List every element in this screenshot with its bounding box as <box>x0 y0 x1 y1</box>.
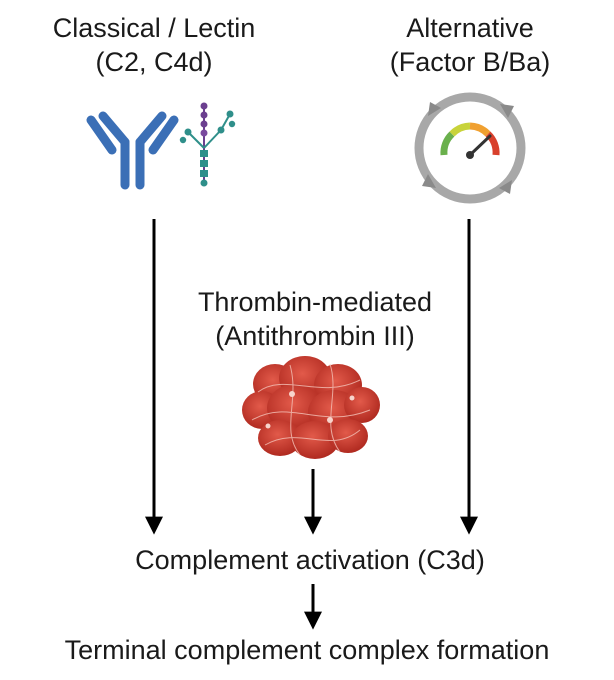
glycan-chain-icon <box>179 102 236 187</box>
classical-pathway-marker: (C2, C4d) <box>95 47 213 77</box>
blood-clot-icon <box>242 356 380 459</box>
thrombin-pathway-marker: (Antithrombin III) <box>215 321 415 351</box>
alternative-pathway-marker: (Factor B/Ba) <box>389 47 551 77</box>
alternative-pathway-title: Alternative <box>406 13 534 43</box>
classical-pathway-title: Classical / Lectin <box>52 13 256 43</box>
cycle-gauge-icon <box>414 92 526 204</box>
thrombin-pathway-title: Thrombin-mediated <box>197 287 433 317</box>
complement-activation-label: Complement activation (C3d) <box>135 545 485 575</box>
terminal-complex-label: Terminal complement complex formation <box>64 635 550 665</box>
antibody-icon <box>86 111 179 190</box>
